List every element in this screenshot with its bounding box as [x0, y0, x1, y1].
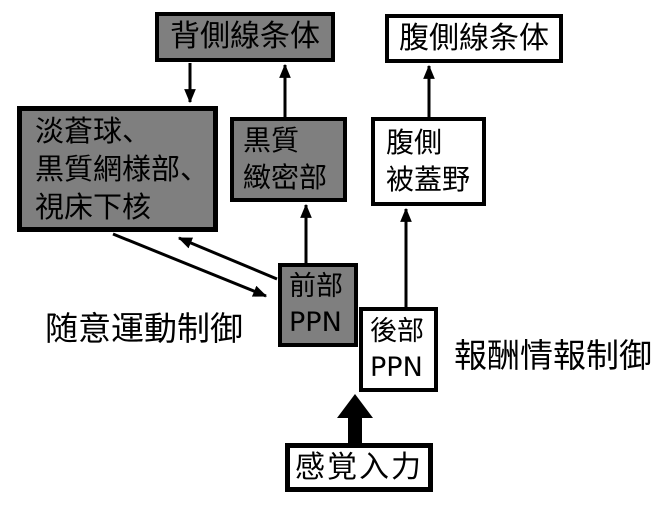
- box-snc-line1: 黒質: [243, 123, 300, 157]
- box-posterior-ppn: 後部 PPN: [359, 307, 438, 392]
- box-sensory-input-label: 感覚入力: [295, 449, 423, 485]
- box-anterior-ppn-line1: 前部: [289, 271, 343, 303]
- box-posterior-ppn-line2: PPN: [370, 351, 423, 383]
- box-sensory-input: 感覚入力: [285, 443, 433, 492]
- box-posterior-ppn-line1: 後部: [370, 315, 424, 347]
- thick-arrow-sensory-to-posterior-ppn: [337, 394, 373, 443]
- box-anterior-ppn-line2: PPN: [289, 307, 342, 338]
- arrow-anterior-ppn-to-bg-output: [177, 236, 278, 281]
- box-bg-output-line2: 黒質網様部、: [35, 151, 210, 186]
- box-anterior-ppn: 前部 PPN: [278, 263, 358, 347]
- box-vta: 腹側 被蓋野: [371, 117, 486, 206]
- box-ventral-striatum-label: 腹側線条体: [399, 20, 549, 56]
- box-bg-output-nuclei: 淡蒼球、 黒質網様部、 視床下核: [17, 106, 218, 232]
- box-vta-line2: 被蓋野: [386, 162, 471, 196]
- arrow-bg-output-to-anterior-ppn: [112, 232, 268, 298]
- label-reward-information-control: 報酬情報制御: [454, 336, 652, 375]
- label-voluntary-motor-control: 随意運動制御: [45, 309, 243, 348]
- box-dorsal-striatum-label: 背側線条体: [170, 19, 320, 55]
- box-bg-output-line3: 視床下核: [35, 190, 152, 225]
- box-bg-output-line1: 淡蒼球、: [35, 113, 152, 148]
- box-snc: 黒質 緻密部: [230, 117, 347, 202]
- box-vta-line1: 腹側: [386, 125, 443, 159]
- box-snc-line2: 緻密部: [243, 160, 328, 194]
- box-ventral-striatum: 腹側線条体: [385, 14, 563, 63]
- box-dorsal-striatum: 背側線条体: [155, 12, 335, 62]
